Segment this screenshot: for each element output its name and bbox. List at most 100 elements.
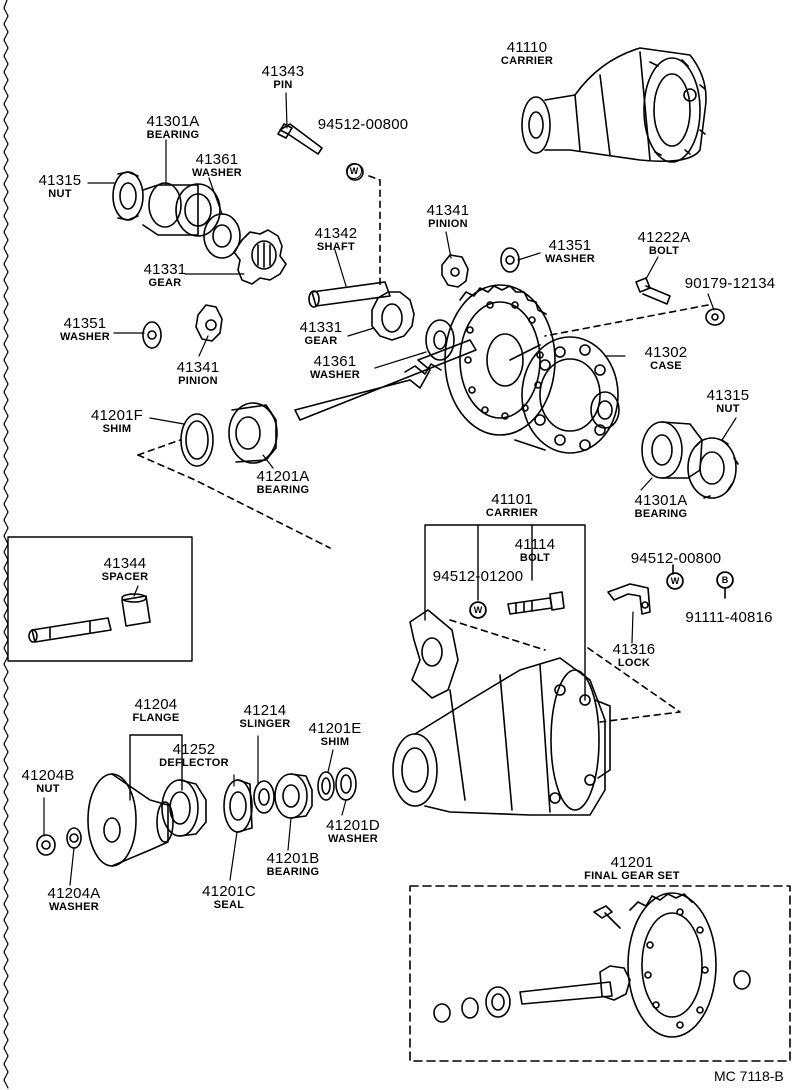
part-name: SHAFT bbox=[316, 241, 356, 253]
washer-41351-top bbox=[500, 247, 520, 273]
seal-41201C bbox=[223, 779, 253, 833]
label-41101: 41101 CARRIER bbox=[474, 492, 550, 519]
part-number: 41341 bbox=[176, 359, 220, 376]
bearing-41201A bbox=[228, 402, 278, 464]
washer-badge-icon: W bbox=[470, 602, 486, 618]
part-number: 41301A bbox=[146, 113, 200, 130]
part-number: 41316 bbox=[612, 641, 656, 658]
label-91111-40816: 91111-40816 bbox=[678, 610, 780, 625]
part-name: SHIM bbox=[102, 423, 132, 435]
part-number: 41201C bbox=[202, 883, 256, 900]
part-name: CARRIER bbox=[500, 55, 554, 67]
part-name: NUT bbox=[48, 188, 72, 200]
label-41315-left: 41315 NUT bbox=[32, 173, 88, 200]
part-number: 41201A bbox=[256, 468, 310, 485]
label-41204A: 41204A WASHER bbox=[38, 886, 110, 913]
part-name: NUT bbox=[36, 783, 60, 795]
spacer-41344-panel bbox=[7, 536, 193, 662]
final-gear-set-41201 bbox=[433, 892, 751, 1038]
part-name: WASHER bbox=[309, 369, 361, 381]
part-number: 41331 bbox=[299, 319, 343, 336]
shim-41201E bbox=[317, 771, 335, 801]
part-number: 41204 bbox=[134, 696, 178, 713]
part-name: GEAR bbox=[304, 335, 338, 347]
label-41343: 41343 PIN bbox=[254, 64, 312, 91]
carrier-assembly-41110 bbox=[521, 47, 707, 163]
part-name: WASHER bbox=[327, 833, 379, 845]
part-number: 91111-40816 bbox=[685, 609, 773, 626]
label-41302: 41302 CASE bbox=[636, 345, 696, 372]
washer-badge-icon: W bbox=[667, 573, 683, 589]
label-94512-01200: 94512-01200 bbox=[428, 569, 528, 584]
part-number: 41222A bbox=[637, 229, 691, 246]
part-number: 41204A bbox=[47, 885, 101, 902]
spacer-41344 bbox=[28, 593, 151, 643]
label-41341-left: 41341 PINION bbox=[170, 360, 226, 387]
part-name: SLINGER bbox=[239, 718, 291, 730]
label-41201E: 41201E SHIM bbox=[300, 721, 370, 748]
part-number: 41341 bbox=[426, 202, 470, 219]
part-name: SPACER bbox=[101, 571, 149, 583]
part-name: BEARING bbox=[146, 129, 200, 141]
bearing-41201B bbox=[274, 773, 313, 819]
part-number: 41351 bbox=[548, 237, 592, 254]
part-name: BOLT bbox=[519, 552, 551, 564]
washer-41361-center bbox=[425, 319, 455, 361]
gear-41331-left bbox=[233, 229, 287, 285]
label-41351-top: 41351 WASHER bbox=[538, 238, 602, 265]
label-41341-top: 41341 PINION bbox=[420, 203, 476, 230]
part-number: 41361 bbox=[313, 353, 357, 370]
label-41361-center: 41361 WASHER bbox=[302, 354, 368, 381]
part-name: BEARING bbox=[634, 508, 688, 520]
label-41351-left: 41351 WASHER bbox=[54, 316, 116, 343]
label-41331-center: 41331 GEAR bbox=[294, 320, 348, 347]
label-94512-00800-right: 94512-00800 bbox=[624, 551, 728, 566]
nut-90179-12134 bbox=[705, 308, 725, 326]
label-41361-left: 41361 WASHER bbox=[184, 152, 250, 179]
part-name: CARRIER bbox=[485, 507, 539, 519]
part-number: 94512-01200 bbox=[432, 568, 524, 585]
part-number: 41315 bbox=[706, 387, 750, 404]
nut-41315-left bbox=[112, 171, 144, 221]
differential-carrier-housing bbox=[392, 657, 611, 816]
pin-41343 bbox=[277, 123, 323, 155]
label-41344: 41344 SPACER bbox=[94, 556, 156, 583]
part-name: PINION bbox=[178, 375, 218, 387]
part-name: WASHER bbox=[191, 167, 243, 179]
shaft-41342 bbox=[308, 281, 391, 308]
label-90179-12134: 90179-12134 bbox=[680, 276, 780, 291]
differential-case-41302 bbox=[509, 336, 620, 454]
washer-41204A bbox=[66, 827, 82, 849]
label-41214: 41214 SLINGER bbox=[232, 703, 298, 730]
lock-41316 bbox=[607, 583, 651, 615]
part-name: PIN bbox=[273, 79, 293, 91]
part-number: 41201D bbox=[326, 817, 380, 834]
bolt-41114 bbox=[507, 591, 565, 615]
part-number: 41204B bbox=[21, 767, 75, 784]
washer-41351-left bbox=[142, 321, 162, 349]
label-41301A-right: 41301A BEARING bbox=[624, 493, 698, 520]
part-name: SHIM bbox=[320, 736, 350, 748]
part-number: 41201F bbox=[90, 407, 144, 424]
drawing-reference: MC 7118-B bbox=[714, 1068, 784, 1084]
gear-41331-center bbox=[371, 291, 415, 341]
pinion-41341-top bbox=[441, 254, 469, 288]
bearing-cap bbox=[409, 609, 459, 699]
part-number: 41201B bbox=[266, 850, 320, 867]
part-number: 41331 bbox=[143, 261, 187, 278]
part-number: 41110 bbox=[506, 39, 548, 56]
part-name: WASHER bbox=[544, 253, 596, 265]
part-name: FINAL GEAR SET bbox=[584, 870, 680, 882]
part-name: BEARING bbox=[256, 484, 310, 496]
part-name: WASHER bbox=[59, 331, 111, 343]
part-number: 41315 bbox=[38, 172, 82, 189]
part-number: 41342 bbox=[314, 225, 358, 242]
part-name: SEAL bbox=[213, 899, 245, 911]
label-41252: 41252 DEFLECTOR bbox=[148, 742, 240, 769]
label-94512-00800-top: 94512-00800 bbox=[308, 117, 418, 132]
washer-41201D bbox=[335, 767, 357, 801]
part-name: GEAR bbox=[148, 277, 182, 289]
label-41114: 41114 BOLT bbox=[500, 537, 570, 564]
